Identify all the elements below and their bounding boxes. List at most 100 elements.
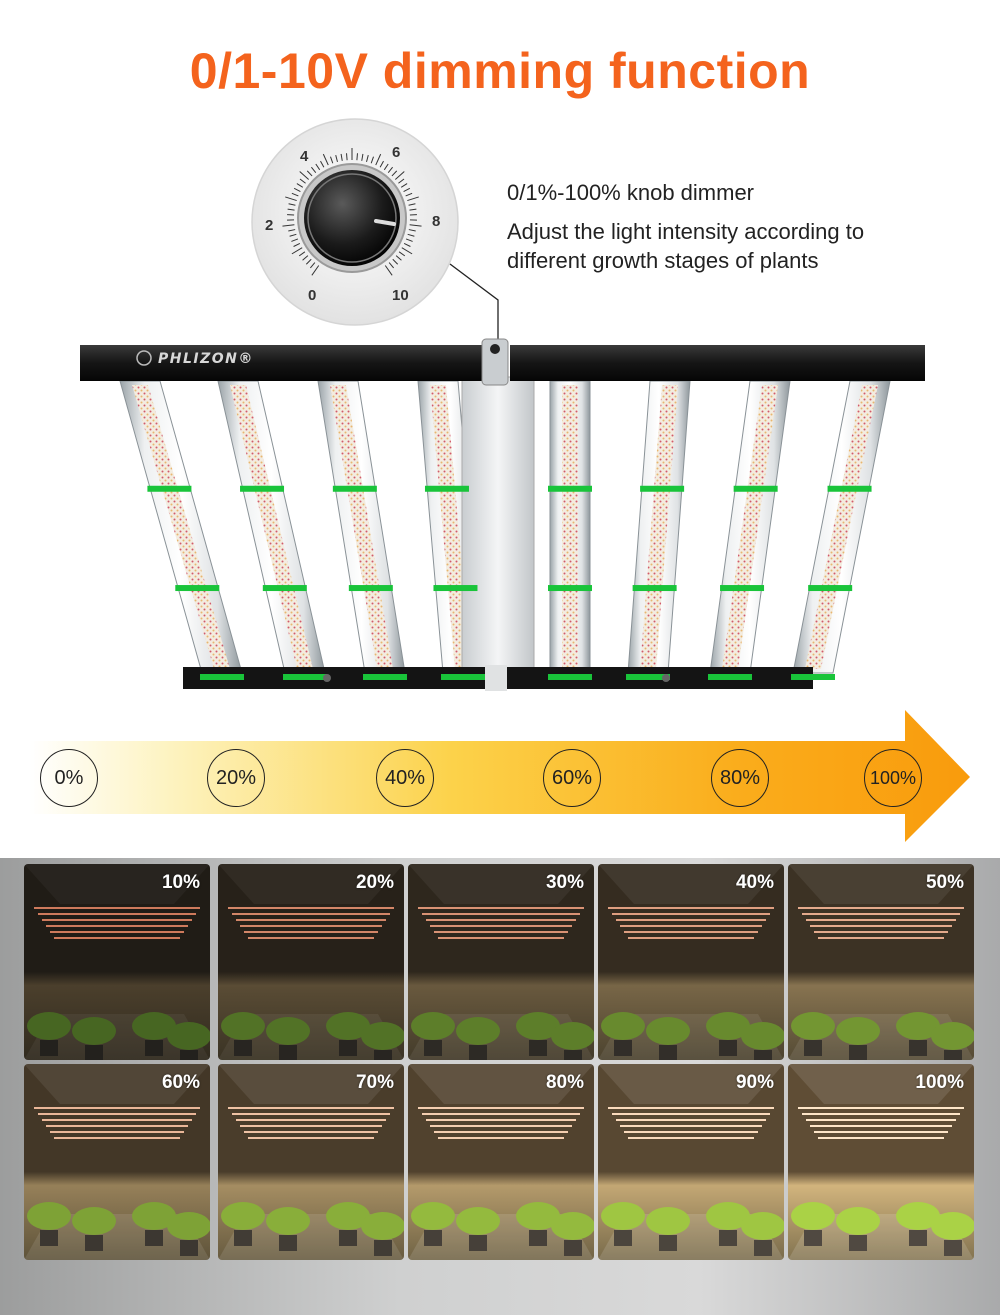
grow-tent-photo bbox=[24, 1064, 210, 1260]
brightness-label: 90% bbox=[735, 1072, 774, 1093]
grow-tent-photo bbox=[24, 864, 210, 1060]
plant-pot bbox=[234, 1230, 252, 1246]
scale-step-40: 40% bbox=[376, 749, 434, 807]
plant-foliage bbox=[741, 1022, 784, 1050]
led-strip bbox=[805, 385, 878, 669]
plant-foliage bbox=[646, 1207, 690, 1235]
plant-pot bbox=[944, 1240, 962, 1256]
plant-pot bbox=[374, 1050, 392, 1060]
plant-foliage bbox=[896, 1202, 940, 1230]
leader-line bbox=[449, 263, 499, 352]
knob-dimmer-text: 0/1%-100% knob dimmer bbox=[507, 180, 755, 205]
green-clip bbox=[626, 674, 670, 680]
plant-foliage bbox=[931, 1022, 974, 1050]
plant-foliage bbox=[221, 1202, 265, 1230]
plant-foliage bbox=[326, 1012, 370, 1040]
plant-foliage bbox=[266, 1207, 310, 1235]
scale-step-60: 60% bbox=[543, 749, 601, 807]
dimming-photo-tile: 50% bbox=[788, 864, 974, 1060]
led-strip bbox=[722, 385, 778, 669]
dimming-photo-tile: 60% bbox=[24, 1064, 210, 1260]
led-strip bbox=[230, 385, 313, 669]
dial-number-0: 0 bbox=[308, 287, 316, 304]
plant-pot bbox=[849, 1235, 867, 1251]
led-strip bbox=[562, 385, 578, 669]
dial-number-10: 10 bbox=[392, 287, 409, 304]
brand-logo-text: PHLIZON® bbox=[158, 351, 254, 367]
plant-foliage bbox=[456, 1017, 500, 1045]
plant-foliage bbox=[706, 1202, 750, 1230]
grow-tent-photo bbox=[408, 1064, 594, 1260]
led-strip bbox=[330, 385, 393, 669]
dimming-photo-tile: 100% bbox=[788, 1064, 974, 1260]
plant-foliage bbox=[411, 1202, 455, 1230]
green-clip bbox=[632, 585, 677, 592]
dimming-photo-tile: 20% bbox=[218, 864, 404, 1060]
grow-light-fixture: PHLIZON® bbox=[80, 335, 925, 705]
plant-foliage bbox=[646, 1017, 690, 1045]
scale-step-80: 80% bbox=[711, 749, 769, 807]
plant-foliage bbox=[791, 1012, 835, 1040]
green-clip bbox=[548, 585, 592, 592]
plant-foliage bbox=[601, 1012, 645, 1040]
green-clip bbox=[791, 674, 835, 680]
plant-foliage bbox=[266, 1017, 310, 1045]
green-clip bbox=[548, 674, 592, 680]
plant-pot bbox=[85, 1235, 103, 1251]
dial-number-4: 4 bbox=[300, 148, 309, 165]
grow-tent-photo bbox=[788, 864, 974, 1060]
plant-pot bbox=[469, 1045, 487, 1060]
plant-foliage bbox=[931, 1212, 974, 1240]
green-clip bbox=[175, 585, 220, 592]
dial-number-6: 6 bbox=[392, 144, 400, 161]
dimming-photo-tile: 90% bbox=[598, 1064, 784, 1260]
plant-foliage bbox=[132, 1012, 176, 1040]
brightness-label: 70% bbox=[355, 1072, 394, 1093]
plant-pot bbox=[85, 1045, 103, 1060]
green-clip bbox=[720, 585, 765, 592]
green-clip bbox=[147, 485, 192, 492]
grow-tent-photo bbox=[408, 864, 594, 1060]
dimming-photo-grid: 10% 20% 30% bbox=[0, 858, 1000, 1315]
led-strip bbox=[430, 385, 471, 669]
plant-foliage bbox=[167, 1022, 210, 1050]
page-title: 0/1-10V dimming function bbox=[189, 43, 811, 99]
plant-foliage bbox=[741, 1212, 784, 1240]
plant-foliage bbox=[27, 1202, 71, 1230]
dimming-photo-tile: 70% bbox=[218, 1064, 404, 1260]
plant-foliage bbox=[411, 1012, 455, 1040]
plant-pot bbox=[180, 1240, 198, 1256]
plant-pot bbox=[339, 1040, 357, 1056]
green-clip bbox=[548, 485, 592, 492]
dimming-photo-tile: 10% bbox=[24, 864, 210, 1060]
green-clip bbox=[240, 485, 285, 492]
plant-pot bbox=[424, 1230, 442, 1246]
green-clip bbox=[262, 585, 307, 592]
green-clip bbox=[348, 585, 393, 592]
green-clip bbox=[283, 674, 327, 680]
plant-pot bbox=[145, 1040, 163, 1056]
scale-step-0: 0% bbox=[40, 749, 98, 807]
plant-pot bbox=[279, 1045, 297, 1060]
plant-foliage bbox=[551, 1212, 594, 1240]
plant-pot bbox=[944, 1050, 962, 1060]
plant-pot bbox=[659, 1235, 677, 1251]
plant-foliage bbox=[456, 1207, 500, 1235]
scale-step-20: 20% bbox=[207, 749, 265, 807]
green-clip bbox=[424, 485, 469, 492]
plant-foliage bbox=[27, 1012, 71, 1040]
knob-dimmer-illustration: 4 6 2 8 0 10 bbox=[248, 118, 462, 328]
green-clip bbox=[708, 674, 752, 680]
plant-foliage bbox=[72, 1017, 116, 1045]
plant-foliage bbox=[221, 1012, 265, 1040]
plant-foliage bbox=[361, 1022, 404, 1050]
plant-foliage bbox=[601, 1202, 645, 1230]
plant-foliage bbox=[72, 1207, 116, 1235]
plant-pot bbox=[529, 1040, 547, 1056]
plant-pot bbox=[234, 1040, 252, 1056]
scale-step-100: 100% bbox=[864, 749, 922, 807]
plant-pot bbox=[469, 1235, 487, 1251]
green-clip bbox=[733, 485, 778, 492]
dial-number-2: 2 bbox=[265, 217, 273, 234]
green-clip bbox=[332, 485, 377, 492]
